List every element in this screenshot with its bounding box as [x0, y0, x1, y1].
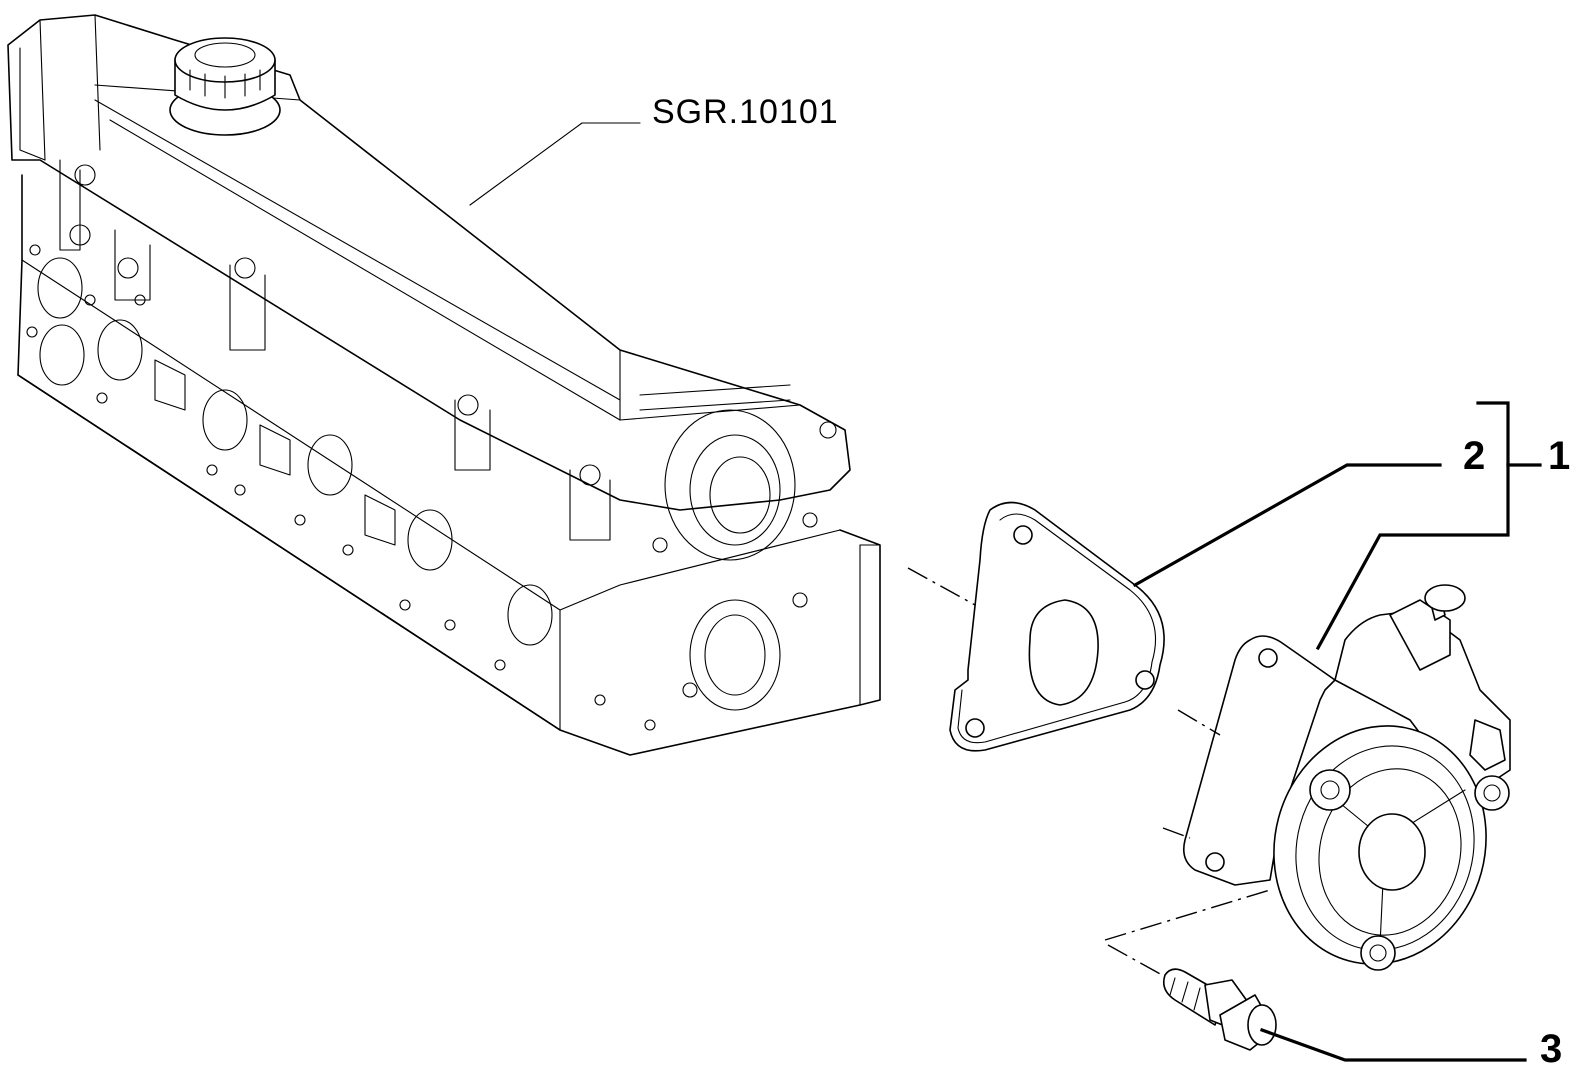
vacuum-pump-drawing — [1182, 584, 1511, 971]
gasket-drawing — [949, 501, 1165, 752]
camshaft-end-bore — [652, 409, 818, 711]
cylinder-head-drawing — [7, 14, 881, 756]
port-openings — [26, 244, 656, 731]
callout-number-1: 1 — [1548, 434, 1570, 478]
callout-number-3: 3 — [1540, 1027, 1562, 1071]
assembly-reference-label: SGR.10101 — [652, 93, 839, 131]
callout-number-2: 2 — [1463, 434, 1485, 478]
oil-filler-cap — [169, 37, 281, 136]
assembly-axis-lines — [907, 567, 1271, 976]
leader-lines — [469, 122, 1542, 1062]
bolt-drawing — [1162, 968, 1277, 1051]
